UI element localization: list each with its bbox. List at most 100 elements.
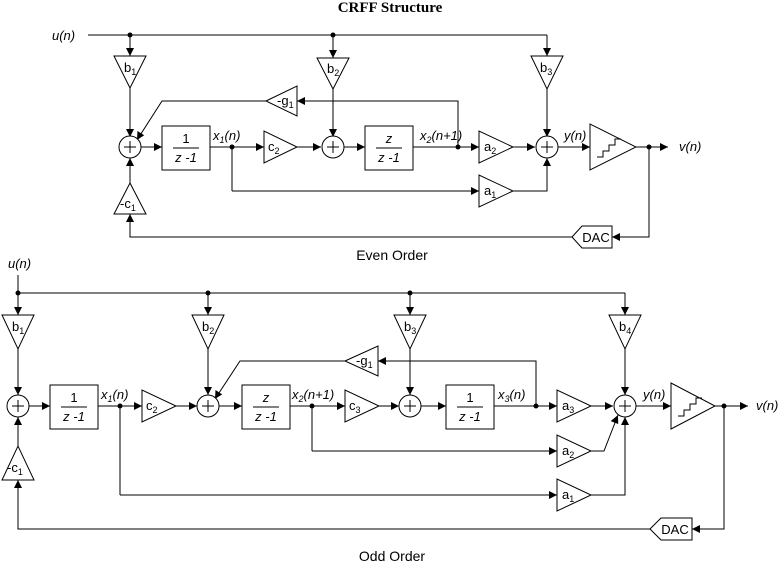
gain-b1-sub: 1 — [131, 67, 136, 77]
even-order-caption: Even Order — [356, 247, 428, 263]
svg-text:x2(n+1): x2(n+1) — [419, 128, 462, 145]
even-junctions — [127, 32, 652, 150]
odd-integrator-1-den: z -1 — [62, 409, 85, 424]
odd-gain-b1-label: b — [12, 319, 19, 334]
gain-a1-label: a — [484, 183, 492, 198]
odd-sum-junction-3 — [398, 394, 422, 418]
odd-integrator-2-den: z -1 — [254, 409, 277, 424]
odd-gain-c2-sub: 2 — [153, 405, 158, 415]
odd-integrator-3-den: z -1 — [458, 409, 481, 424]
odd-gain-g1: -g1 — [343, 345, 379, 377]
gain-c2-sub: 2 — [275, 146, 280, 156]
odd-gain-g1-label: -g — [356, 353, 368, 368]
gain-c2: c2 — [263, 130, 299, 164]
odd-gain-c3-sub: 3 — [356, 405, 361, 415]
odd-x1-label: x — [100, 387, 108, 402]
svg-text:b1: b1 — [12, 319, 24, 336]
odd-x2-sub: 2 — [298, 394, 304, 404]
odd-x3-sub: 3 — [505, 394, 510, 404]
svg-text:b2: b2 — [202, 319, 214, 336]
odd-integrator-3-num: 1 — [466, 390, 473, 405]
sum-junction-3 — [535, 135, 559, 159]
svg-text:c2: c2 — [146, 398, 158, 415]
svg-text:c3: c3 — [349, 398, 361, 415]
x1-sub: 1 — [220, 135, 225, 145]
odd-x3-arg: (n) — [510, 387, 526, 402]
odd-gain-b4: b4 — [608, 314, 642, 351]
odd-gain-b3-label: b — [404, 319, 411, 334]
gain-b3: b3 — [530, 55, 564, 91]
odd-sum-junction-4 — [613, 394, 637, 418]
gain-c1-label: -c — [120, 196, 131, 211]
odd-gain-b2: b2 — [191, 314, 225, 351]
odd-gain-b2-label: b — [202, 319, 209, 334]
gain-b2-sub: 2 — [334, 68, 339, 78]
odd-sum-junction-1 — [6, 394, 30, 418]
odd-x2-arg: (n+1) — [304, 387, 335, 402]
svg-text:-c1: -c1 — [7, 460, 23, 477]
odd-integrator-3: 1 z -1 — [445, 384, 495, 430]
svg-text:x1(n): x1(n) — [100, 387, 128, 404]
gain-a2-label: a — [484, 139, 492, 154]
odd-sum-junction-2 — [196, 394, 220, 418]
odd-gain-a2-sub: 2 — [569, 450, 574, 460]
svg-text:b3: b3 — [540, 60, 552, 77]
odd-gain-a2: a2 — [556, 434, 593, 468]
svg-text:a3: a3 — [562, 398, 574, 415]
gain-b1: b1 — [113, 55, 147, 90]
integrator-1: 1 z -1 — [161, 125, 211, 171]
x2-sub: 2 — [426, 135, 432, 145]
svg-text:a2: a2 — [484, 139, 496, 156]
gain-a2: a2 — [478, 130, 515, 164]
odd-gain-c2-label: c — [146, 398, 153, 413]
odd-dac-block: DAC — [649, 517, 693, 541]
odd-x2-label: x — [291, 387, 299, 402]
x2-arg: (n+1) — [432, 128, 463, 143]
sum-junction-1 — [118, 135, 142, 159]
odd-gain-g1-sub: 1 — [368, 360, 373, 370]
svg-text:b1: b1 — [124, 60, 136, 77]
integrator-2: z z -1 — [364, 125, 414, 171]
odd-gain-b3: b3 — [393, 314, 427, 351]
integrator-1-num: 1 — [182, 131, 189, 146]
gain-b2-label: b — [327, 61, 334, 76]
svg-text:b3: b3 — [404, 319, 416, 336]
gain-a2-sub: 2 — [491, 146, 496, 156]
odd-x1-arg: (n) — [113, 387, 129, 402]
svg-text:x3(n): x3(n) — [497, 387, 525, 404]
odd-gain-b1-sub: 1 — [19, 326, 24, 336]
output-label: v(n) — [679, 139, 701, 154]
odd-gain-b1: b1 — [1, 314, 35, 351]
odd-order-diagram: b1 b2 b3 b4 -g1 -c1 c2 c3 — [1, 256, 778, 564]
svg-text:-c1: -c1 — [120, 196, 136, 213]
integrator-2-den: z -1 — [377, 150, 400, 165]
odd-gain-b3-sub: 3 — [411, 326, 416, 336]
gain-c2-label: c — [268, 139, 275, 154]
gain-g1: -g1 — [264, 85, 298, 117]
y-label: y(n) — [563, 128, 586, 143]
gain-a1: a1 — [478, 174, 515, 208]
x1-arg: (n) — [225, 128, 241, 143]
x2-label: x — [419, 128, 427, 143]
odd-gain-a1-label: a — [562, 487, 570, 502]
svg-text:a1: a1 — [484, 183, 496, 200]
odd-gain-b2-sub: 2 — [209, 326, 214, 336]
integrator-1-den: z -1 — [174, 150, 197, 165]
gain-b3-sub: 3 — [547, 67, 552, 77]
odd-arrowheads — [14, 307, 748, 533]
odd-gain-a3-label: a — [562, 398, 570, 413]
odd-integrator-1-num: 1 — [70, 390, 77, 405]
svg-text:b4: b4 — [619, 319, 631, 336]
sum-junction-2 — [321, 135, 345, 159]
odd-gain-c2: c2 — [141, 389, 178, 423]
gain-b2: b2 — [316, 57, 350, 91]
odd-integrator-2-num: z — [262, 390, 270, 405]
svg-text:b2: b2 — [327, 61, 339, 78]
odd-gain-c1: -c1 — [1, 444, 35, 481]
dac-label: DAC — [582, 230, 609, 245]
gain-a1-sub: 1 — [491, 190, 496, 200]
diagram-title: CRFF Structure — [338, 0, 443, 16]
gain-g1-label: -g — [277, 93, 289, 108]
odd-integrator-2: z z -1 — [241, 384, 291, 430]
